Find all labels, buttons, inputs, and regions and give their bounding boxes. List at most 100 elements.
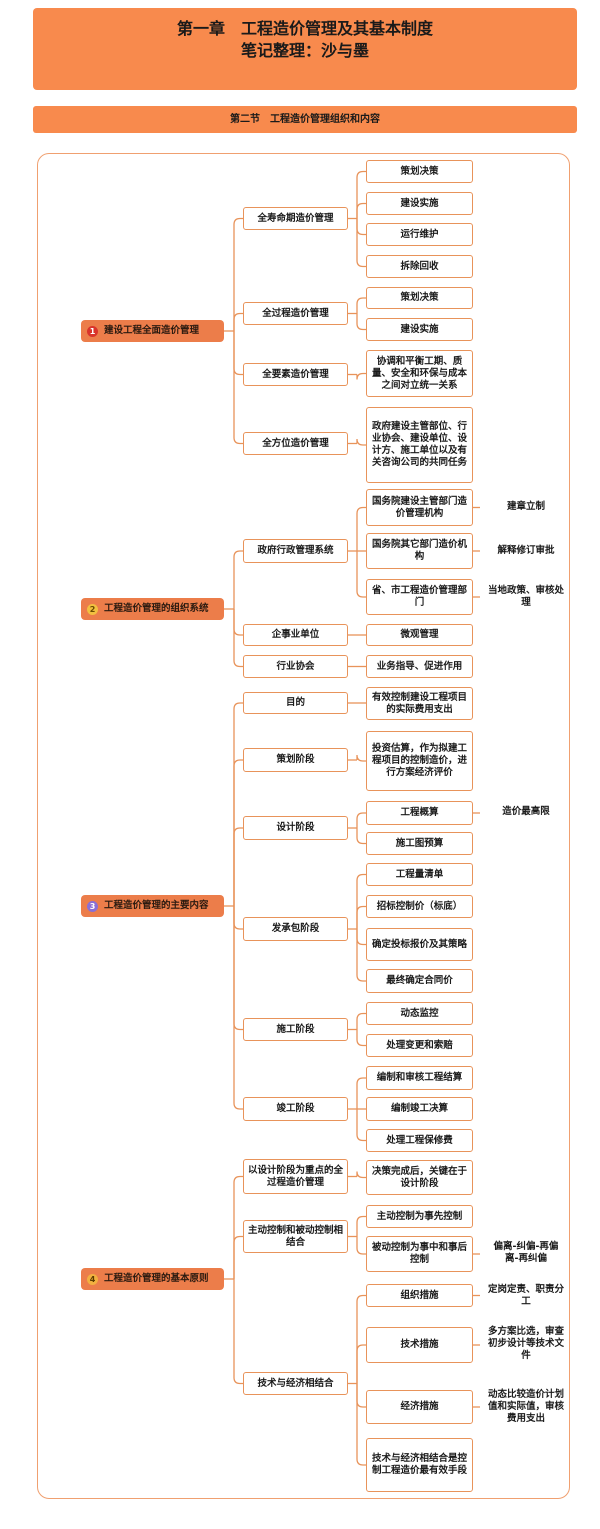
leaf-note: 动态比较造价计划值和实际值，审核费用支出 bbox=[484, 1383, 568, 1431]
leaf-node-label: 编制竣工决算 bbox=[390, 1103, 448, 1114]
leaf-node-label: 省、市工程造价管理部门 bbox=[371, 585, 467, 608]
branch-node: 竣工阶段 bbox=[243, 1097, 348, 1121]
connector bbox=[356, 218, 366, 236]
leaf-node-label: 被动控制为事中和事后控制 bbox=[371, 1242, 467, 1265]
leaf-node: 策划决策 bbox=[366, 287, 473, 309]
connector bbox=[233, 1279, 243, 1385]
leaf-node: 拆除回收 bbox=[366, 255, 473, 278]
leaf-node: 运行维护 bbox=[366, 223, 473, 246]
connector bbox=[356, 1344, 366, 1384]
branch-node-label: 政府行政管理系统 bbox=[257, 545, 334, 556]
branch-node-label: 设计阶段 bbox=[276, 822, 315, 833]
leaf-node-label: 招标控制价（标底） bbox=[376, 900, 463, 912]
mindmap-frame bbox=[37, 153, 570, 1499]
connector bbox=[356, 1215, 366, 1237]
leaf-node: 国务院建设主管部门造价管理机构 bbox=[366, 489, 473, 526]
connector bbox=[356, 1383, 366, 1408]
branch-node-label: 全寿命期造价管理 bbox=[257, 212, 334, 224]
leaf-node: 工程量清单 bbox=[366, 863, 473, 886]
connector bbox=[356, 828, 366, 845]
leaf-node-label: 最终确定合同价 bbox=[386, 975, 453, 986]
leaf-note-label: 造价最高限 bbox=[502, 806, 550, 817]
connector bbox=[356, 551, 366, 598]
leaf-node-label: 工程概算 bbox=[400, 807, 439, 818]
leaf-node-label: 决策完成后，关键在于设计阶段 bbox=[371, 1165, 467, 1189]
root-number-badge: 4 bbox=[87, 1273, 98, 1285]
leaf-note-label: 动态比较造价计划值和实际值，审核费用支出 bbox=[488, 1389, 565, 1424]
leaf-node: 经济措施 bbox=[366, 1390, 473, 1424]
connector bbox=[356, 1383, 366, 1466]
section-title: 第二节 工程造价管理组织和内容 bbox=[33, 106, 577, 133]
leaf-note-label: 偏离-纠偏-再偏离-再纠偏 bbox=[493, 1241, 559, 1264]
leaf-node: 国务院其它部门造价机构 bbox=[366, 533, 473, 569]
branch-node: 行业协会 bbox=[243, 655, 348, 678]
connector bbox=[356, 297, 366, 314]
connector bbox=[233, 217, 243, 331]
connector bbox=[356, 812, 366, 828]
connector bbox=[356, 1012, 366, 1030]
connector bbox=[233, 609, 243, 668]
branch-node: 设计阶段 bbox=[243, 816, 348, 840]
leaf-note-label: 定岗定责、职责分工 bbox=[488, 1284, 565, 1307]
branch-node: 全寿命期造价管理 bbox=[243, 207, 348, 230]
leaf-node-label: 处理变更和索赔 bbox=[386, 1039, 453, 1051]
leaf-node: 建设实施 bbox=[366, 318, 473, 341]
leaf-note: 多方案比选，审查初步设计等技术文件 bbox=[484, 1320, 568, 1368]
branch-node: 施工阶段 bbox=[243, 1018, 348, 1041]
connector bbox=[356, 929, 366, 946]
branch-node-label: 施工阶段 bbox=[276, 1023, 315, 1035]
leaf-node: 政府建设主管部位、行业协会、建设单位、设计方、施工单位以及有关咨询公司的共同任务 bbox=[366, 407, 473, 483]
branch-node: 技术与经济相结合 bbox=[243, 1372, 348, 1395]
leaf-node: 主动控制为事先控制 bbox=[366, 1205, 473, 1228]
branch-node-label: 技术与经济相结合 bbox=[257, 1377, 334, 1389]
leaf-note: 造价最高限 bbox=[484, 803, 568, 821]
leaf-note: 解释修订审批 bbox=[484, 542, 568, 560]
leaf-node-label: 策划决策 bbox=[400, 292, 439, 303]
connector bbox=[356, 438, 366, 446]
branch-node-label: 全要素造价管理 bbox=[262, 368, 329, 380]
root-label: 建设工程全面造价管理 bbox=[104, 325, 200, 336]
connector bbox=[356, 1171, 366, 1179]
branch-node-label: 行业协会 bbox=[276, 660, 315, 672]
connector bbox=[233, 906, 243, 930]
leaf-node-label: 工程量清单 bbox=[395, 868, 444, 880]
connector bbox=[356, 754, 366, 762]
connector bbox=[233, 331, 243, 376]
connector bbox=[356, 929, 366, 982]
author-note: 笔记整理：沙与墨 bbox=[240, 41, 369, 60]
connector bbox=[233, 550, 243, 609]
branch-node: 发承包阶段 bbox=[243, 917, 348, 941]
leaf-node-label: 策划决策 bbox=[400, 165, 439, 177]
connector bbox=[356, 905, 366, 929]
connector bbox=[233, 331, 243, 445]
connector bbox=[356, 313, 366, 331]
connector bbox=[233, 702, 243, 906]
connector bbox=[356, 1029, 366, 1047]
leaf-note: 偏离-纠偏-再偏离-再纠偏 bbox=[484, 1229, 568, 1277]
connector bbox=[356, 1077, 366, 1109]
branch-node: 政府行政管理系统 bbox=[243, 539, 348, 563]
root-number-badge: 2 bbox=[87, 603, 98, 615]
leaf-node-label: 拆除回收 bbox=[400, 260, 439, 272]
root-number-badge: 3 bbox=[87, 900, 98, 912]
leaf-node-label: 运行维护 bbox=[400, 228, 439, 240]
leaf-node-label: 建设实施 bbox=[400, 323, 439, 335]
connector bbox=[233, 1235, 243, 1279]
leaf-node: 投资估算，作为拟建工程项目的控制造价，进行方案经济评价 bbox=[366, 731, 473, 791]
branch-node: 以设计阶段为重点的全过程造价管理 bbox=[243, 1159, 348, 1194]
leaf-node-label: 施工图预算 bbox=[395, 837, 444, 849]
leaf-note-label: 当地政策、审核处理 bbox=[488, 585, 565, 608]
connector bbox=[233, 906, 243, 1031]
leaf-node-label: 建设实施 bbox=[400, 197, 439, 209]
branch-node-label: 全过程造价管理 bbox=[262, 307, 329, 319]
leaf-node: 技术措施 bbox=[366, 1327, 473, 1363]
branch-node-label: 竣工阶段 bbox=[276, 1103, 315, 1114]
connector bbox=[356, 202, 366, 219]
leaf-note: 建章立制 bbox=[484, 498, 568, 516]
leaf-node: 建设实施 bbox=[366, 192, 473, 215]
chapter-header: 第一章 工程造价管理及其基本制度 笔记整理：沙与墨 bbox=[33, 8, 577, 90]
branch-node: 目的 bbox=[243, 692, 348, 714]
branch-node-label: 目的 bbox=[285, 697, 305, 708]
